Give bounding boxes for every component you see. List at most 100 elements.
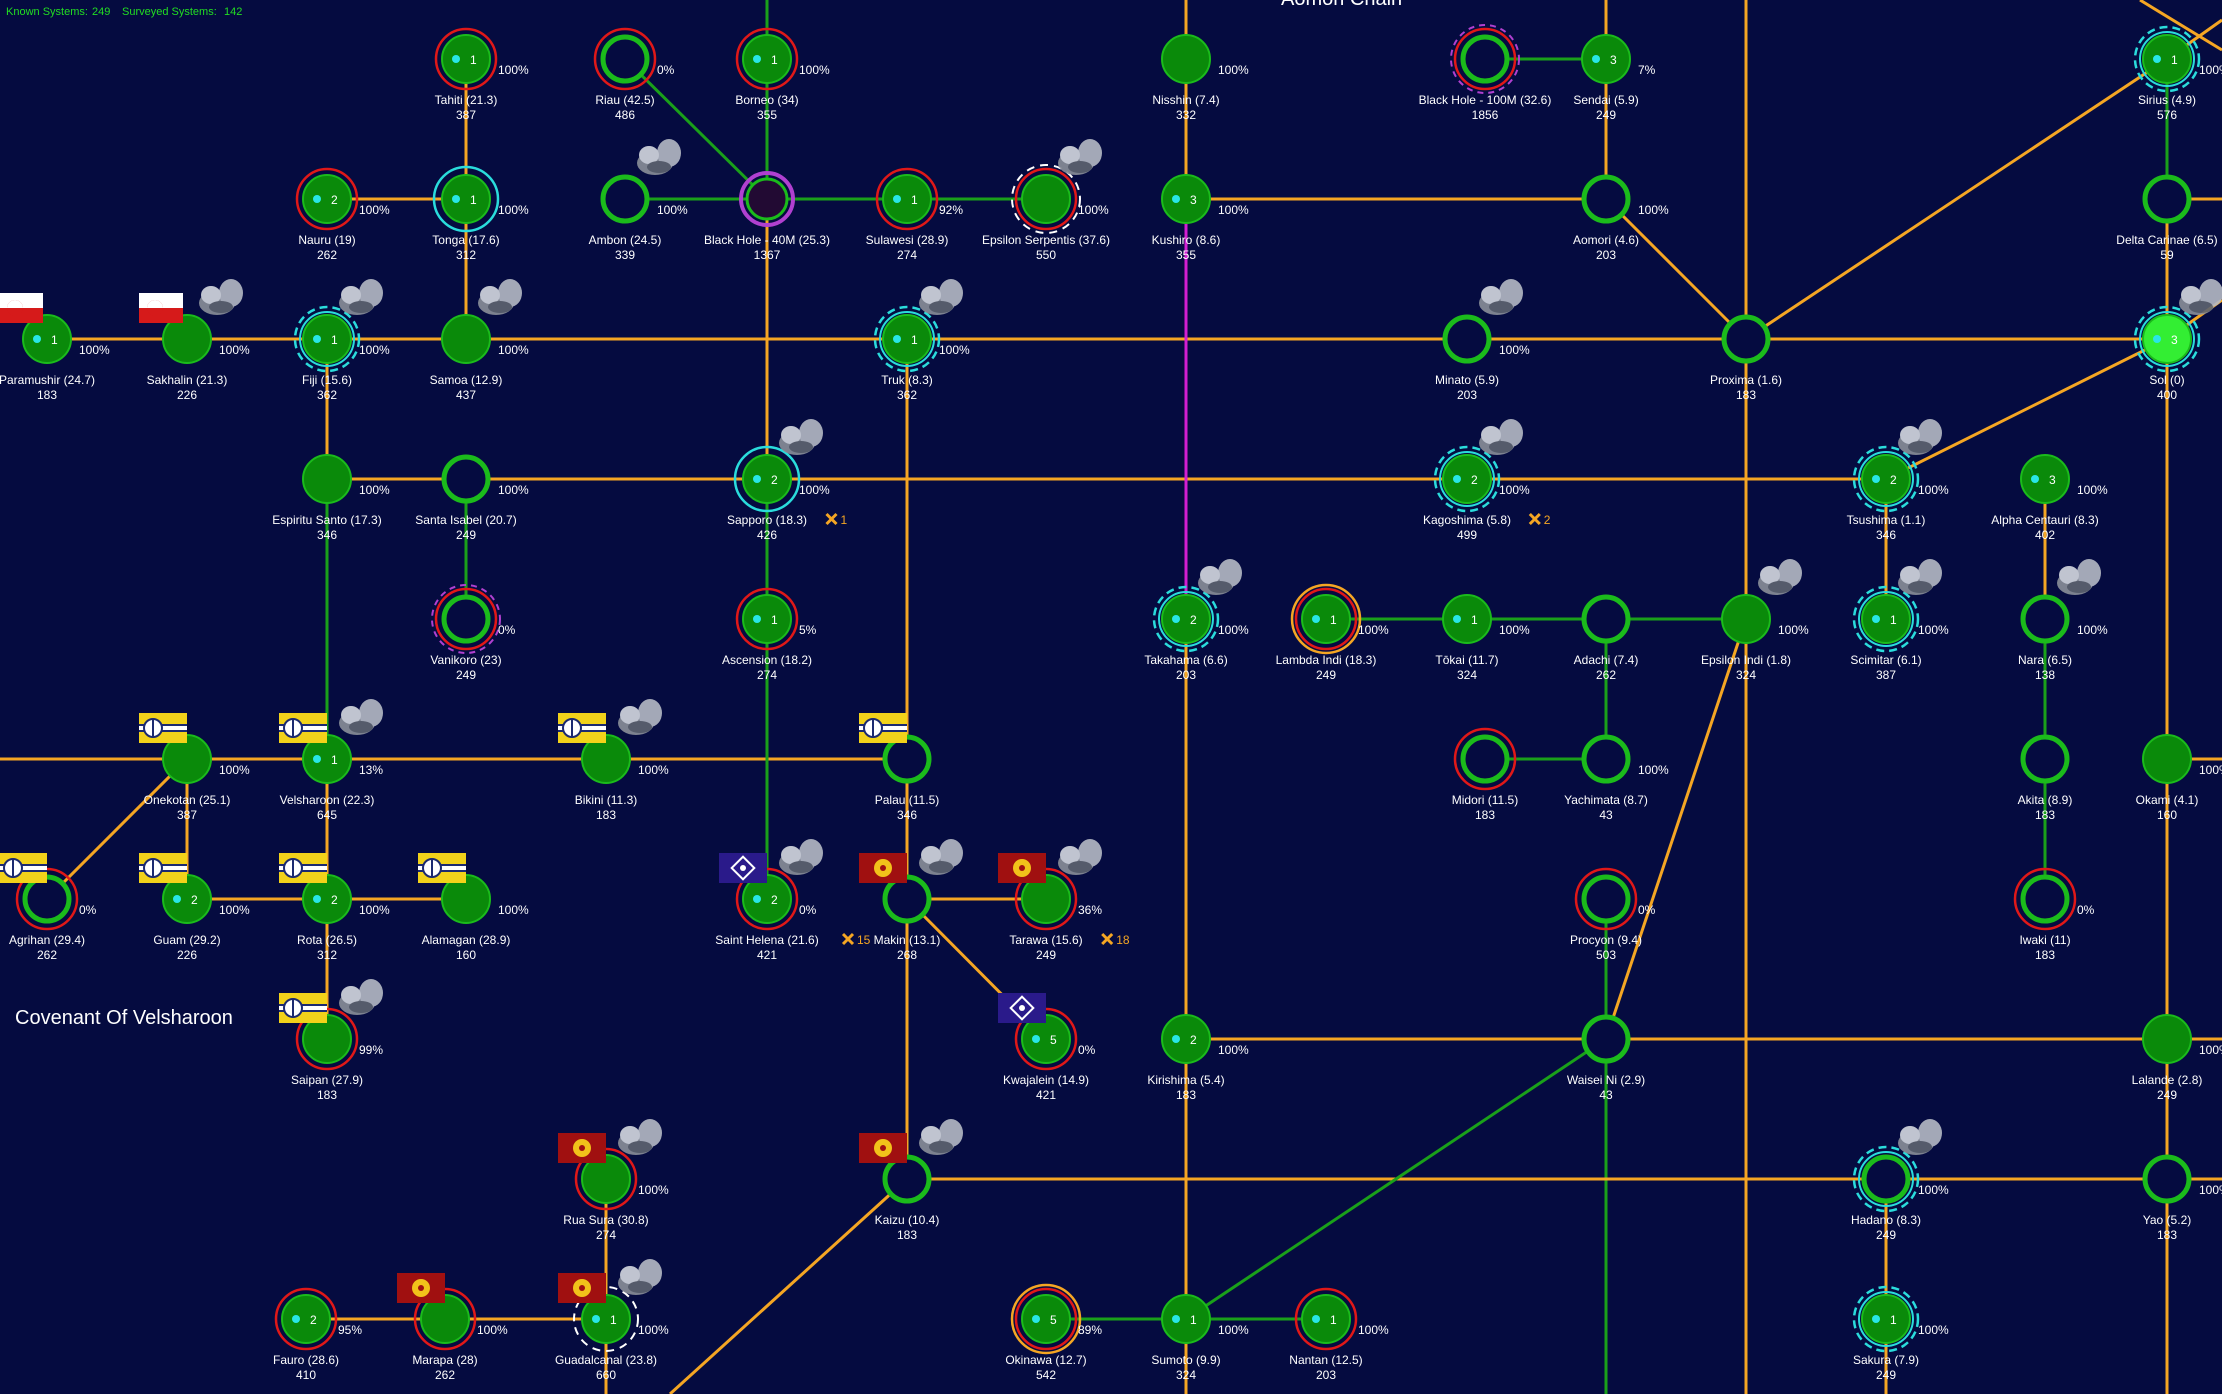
star-system-akita[interactable]: Akita (8.9)183 — [2018, 734, 2073, 822]
survey-percent: 100% — [1358, 623, 1389, 637]
star-system-deltacar[interactable]: Delta Carinae (6.5)59 — [2116, 174, 2218, 262]
star-system-adachi[interactable]: Adachi (7.4)262 — [1574, 594, 1639, 682]
star-icon — [1861, 1294, 1911, 1344]
survey-percent: 100% — [1078, 203, 1109, 217]
star-system-kaizu[interactable]: Kaizu (10.4)183 — [859, 1119, 963, 1242]
survey-percent: 0% — [799, 903, 817, 917]
threat-ring — [2013, 867, 2077, 931]
star-icon — [2020, 454, 2070, 504]
system-name: Aomori (4.6) — [1573, 233, 1639, 247]
combat-warning-count: 1 — [841, 513, 848, 527]
survey-percent: 100% — [1638, 763, 1669, 777]
star-system-midori[interactable]: Midori (11.5)183 — [1452, 727, 1518, 822]
survey-percent: 100% — [498, 483, 529, 497]
star-system-bh40[interactable]: Black Hole - 40M (25.3)1367 — [704, 171, 830, 262]
system-name: Yao (5.2) — [2143, 1213, 2191, 1227]
system-name: Lalande (2.8) — [2132, 1073, 2203, 1087]
survey-ring-inner — [1858, 451, 1914, 507]
survey-ring-inner — [1858, 1291, 1914, 1347]
survey-percent: 100% — [359, 483, 390, 497]
system-name: Vanikoro (23) — [430, 653, 501, 667]
star-system-palau[interactable]: Palau (11.5)346 — [859, 713, 939, 822]
threat-ring — [735, 27, 799, 91]
red-empire-flag-icon — [998, 853, 1046, 883]
star-system-bh100[interactable]: Black Hole - 100M (32.6)1856 — [1419, 24, 1552, 122]
colony-dot-icon — [893, 195, 901, 203]
survey-ring — [2133, 305, 2201, 373]
star-outline-icon — [2142, 1154, 2192, 1204]
colony-dot-icon — [1453, 475, 1461, 483]
star-system-proxima[interactable]: Proxima (1.6)183 — [1710, 314, 1782, 402]
colony-count: 2 — [331, 893, 338, 907]
nebula-cloud-icon — [199, 279, 243, 315]
star-system-waiseini[interactable]: Waisei Ni (2.9)43 — [1567, 1014, 1645, 1102]
star-icon — [2142, 734, 2192, 784]
survey-percent: 100% — [359, 343, 390, 357]
star-system-makin[interactable]: Makin (13.1)268 — [859, 839, 963, 962]
